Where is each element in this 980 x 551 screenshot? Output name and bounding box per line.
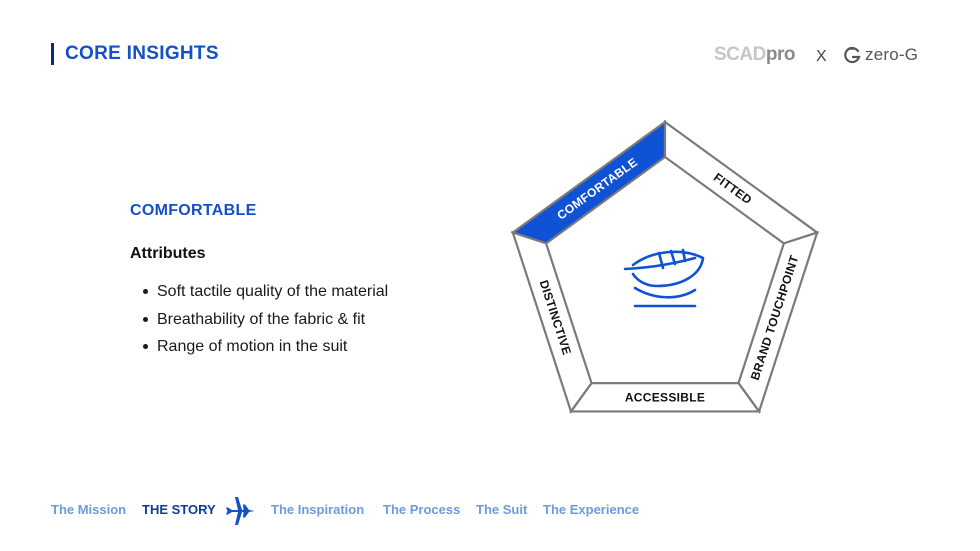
- nav-item-process[interactable]: The Process: [383, 502, 461, 517]
- zero-g-wordmark: zero-G: [865, 45, 919, 64]
- scadpro-logo: SCADpro: [714, 44, 795, 65]
- attribute-item: Range of motion in the suit: [141, 336, 388, 364]
- segment-label-comfortable: COMFORTABLE: [554, 155, 640, 223]
- airplane-icon: [226, 497, 255, 525]
- nav-item-suit[interactable]: The Suit: [476, 502, 528, 517]
- page-title: CORE INSIGHTS: [65, 43, 219, 64]
- nav-item-inspiration[interactable]: The Inspiration: [271, 502, 365, 517]
- logo-separator: X: [816, 48, 827, 65]
- nav-item-experience[interactable]: The Experience: [543, 502, 640, 517]
- attributes-list: Soft tactile quality of the material Bre…: [141, 281, 388, 364]
- segment-distinctive: [511, 230, 593, 414]
- header-accent-bar: [51, 43, 54, 65]
- attribute-item: Breathability of the fabric & fit: [141, 309, 388, 337]
- nav-item-story[interactable]: THE STORY: [142, 502, 216, 517]
- footer-nav: The Mission THE STORY The Inspiration Th…: [51, 497, 671, 525]
- attribute-item: Soft tactile quality of the material: [141, 281, 388, 309]
- feather-icon: [623, 248, 705, 308]
- segment-fitted: [663, 120, 820, 245]
- zero-g-mark-icon: [844, 46, 861, 64]
- segment-comfortable: [510, 120, 667, 245]
- segment-label-accessible: ACCESSIBLE: [625, 390, 705, 404]
- zero-g-logo: zero-G: [842, 42, 918, 68]
- section-title: COMFORTABLE: [130, 202, 257, 219]
- nav-item-mission[interactable]: The Mission: [51, 502, 127, 517]
- attributes-title: Attributes: [130, 245, 206, 262]
- partner-logos: SCADpro X zero-G: [714, 40, 934, 70]
